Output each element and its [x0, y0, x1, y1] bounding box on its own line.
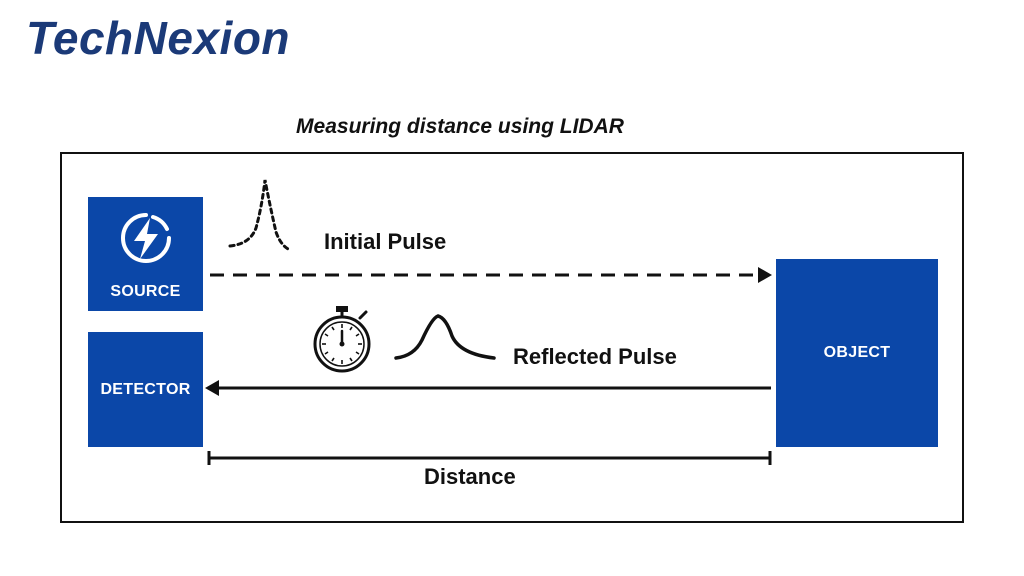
initial-pulse-arrow-head: [758, 267, 772, 283]
diagram-title: Measuring distance using LIDAR: [296, 115, 624, 138]
detector-box: DETECTOR: [88, 332, 203, 447]
object-label: OBJECT: [823, 344, 891, 361]
lightning-bolt-icon: [119, 211, 173, 265]
reflected-pulse-waveform: [394, 314, 496, 360]
diagram-frame: [60, 152, 964, 523]
initial-pulse-waveform: [228, 179, 292, 252]
reflected-pulse-label: Reflected Pulse: [513, 344, 677, 369]
detector-label: DETECTOR: [100, 380, 191, 398]
distance-label: Distance: [424, 464, 516, 489]
source-label: SOURCE: [110, 283, 181, 300]
source-box: SOURCE: [88, 197, 203, 311]
object-box: OBJECT: [776, 259, 938, 447]
reflected-pulse-arrow-head: [205, 380, 219, 396]
initial-pulse-label: Initial Pulse: [324, 229, 447, 254]
technexion-logo: TechNexion: [26, 12, 291, 64]
stopwatch-icon: [313, 306, 371, 373]
